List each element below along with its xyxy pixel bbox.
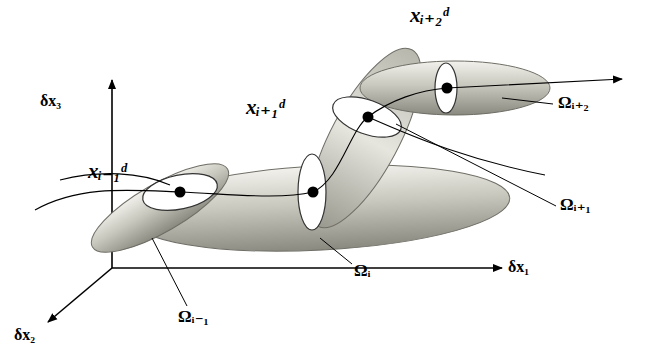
axis-label: δx₂: [14, 326, 35, 344]
axis-label: δx₁: [508, 258, 529, 276]
region-label: Ωᵢ₊₁: [560, 196, 591, 215]
region-label: Ωᵢ₋₁: [178, 308, 209, 327]
region-label: Ωᵢ: [354, 262, 371, 281]
point-label: xᵢ₊₂ᵈ: [410, 4, 449, 27]
region-label: Ωᵢ₊₂: [558, 94, 589, 113]
point-label: xᵢ₊₁ᵈ: [246, 96, 285, 119]
axis-label: δx₃: [40, 92, 61, 110]
point-label: xᵢ₋₁ᵈ: [88, 160, 127, 183]
